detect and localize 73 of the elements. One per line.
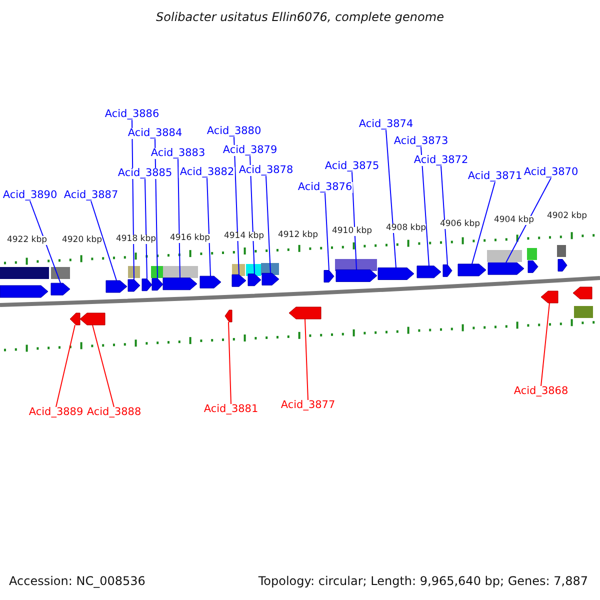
- leader-line: [178, 158, 180, 278]
- gene-label: Acid_3889: [28, 407, 84, 418]
- leader-line: [90, 200, 117, 282]
- gene-label: Acid_3868: [512, 386, 570, 396]
- gene-marker: [248, 274, 262, 286]
- leader-line: [540, 302, 550, 386]
- gene-label: Acid_3878: [238, 165, 294, 176]
- scale-label: 4914 kbp: [224, 232, 264, 240]
- gene-marker: [458, 264, 486, 276]
- scale-label: 4916 kbp: [170, 234, 210, 242]
- leader-line: [56, 324, 76, 408]
- gene-marker: [378, 267, 414, 280]
- scale-label: 4904 kbp: [494, 216, 534, 224]
- gene-marker: [262, 272, 280, 286]
- leader-line: [420, 146, 430, 266]
- gene-label: Acid_3875: [324, 161, 380, 172]
- scale-label: 4912 kbp: [278, 231, 318, 240]
- leader-line: [386, 130, 396, 268]
- gene-label: Acid_3871: [466, 171, 524, 182]
- gene-marker: [50, 282, 70, 296]
- scale-label: 4910 kbp: [332, 227, 372, 236]
- scale-label: 4908 kbp: [386, 224, 426, 232]
- gene-marker: [142, 278, 152, 292]
- gene-marker: [528, 260, 538, 273]
- gene-marker: [106, 280, 128, 293]
- gene-label: Acid_3883: [150, 148, 206, 158]
- gene-marker: [572, 286, 592, 300]
- leader-line: [506, 178, 552, 264]
- leader-line: [234, 136, 240, 276]
- gene-label: Acid_3877: [280, 400, 336, 410]
- gene-label: Acid_3876: [296, 182, 354, 192]
- leader-line: [92, 324, 114, 408]
- leader-line: [30, 200, 61, 284]
- gene-marker: [558, 259, 568, 272]
- gene-label: Acid_3886: [104, 109, 160, 120]
- scale-label: 4906 kbp: [440, 220, 480, 228]
- gene-marker: [288, 306, 322, 320]
- gene-label: Acid_3880: [206, 126, 262, 136]
- gene-label: Acid_3874: [358, 119, 414, 130]
- gene-label: Acid_3885: [116, 168, 174, 178]
- gene-label: Acid_3888: [86, 407, 142, 418]
- gene-label: Acid_3882: [178, 167, 236, 178]
- gene-label: Acid_3884: [126, 128, 184, 138]
- gene-marker: [0, 285, 48, 298]
- leader-line: [304, 318, 308, 400]
- gene-label: Acid_3873: [392, 136, 450, 146]
- gene-label: Acid_3872: [412, 155, 470, 166]
- scale-label: 4920 kbp: [62, 236, 102, 244]
- leader-line: [440, 166, 448, 266]
- gene-marker: [540, 290, 558, 304]
- gene-label: Acid_3879: [222, 145, 278, 156]
- gene-label: Acid_3890: [2, 190, 58, 200]
- gene-label: Acid_3881: [202, 404, 260, 414]
- gene-label: Acid_3887: [62, 190, 120, 200]
- gene-label: Acid_3870: [522, 167, 580, 178]
- leader-line: [144, 178, 148, 280]
- scale-label: 4918 kbp: [116, 235, 156, 244]
- scale-label: 4922 kbp: [6, 236, 48, 244]
- leader-line: [472, 182, 496, 264]
- leader-line: [352, 172, 357, 270]
- gene-marker: [224, 310, 232, 322]
- diagram-title: Solibacter usitatus Ellin6076, complete genome: [155, 11, 445, 23]
- leader-line: [266, 176, 271, 274]
- footer-text: Accession: NC_008536: [9, 575, 146, 587]
- gene-marker: [128, 279, 140, 292]
- scale-label: 4902 kbp: [546, 212, 588, 220]
- leader-line: [324, 192, 330, 271]
- footer-text: Topology: circular; Length: 9,965,640 bp; Genes: 7,887: [258, 575, 588, 587]
- leader-line: [206, 178, 211, 277]
- gene-marker: [232, 274, 246, 287]
- leader-line: [228, 322, 232, 404]
- gene-marker: [200, 276, 222, 288]
- gene-marker: [488, 262, 524, 275]
